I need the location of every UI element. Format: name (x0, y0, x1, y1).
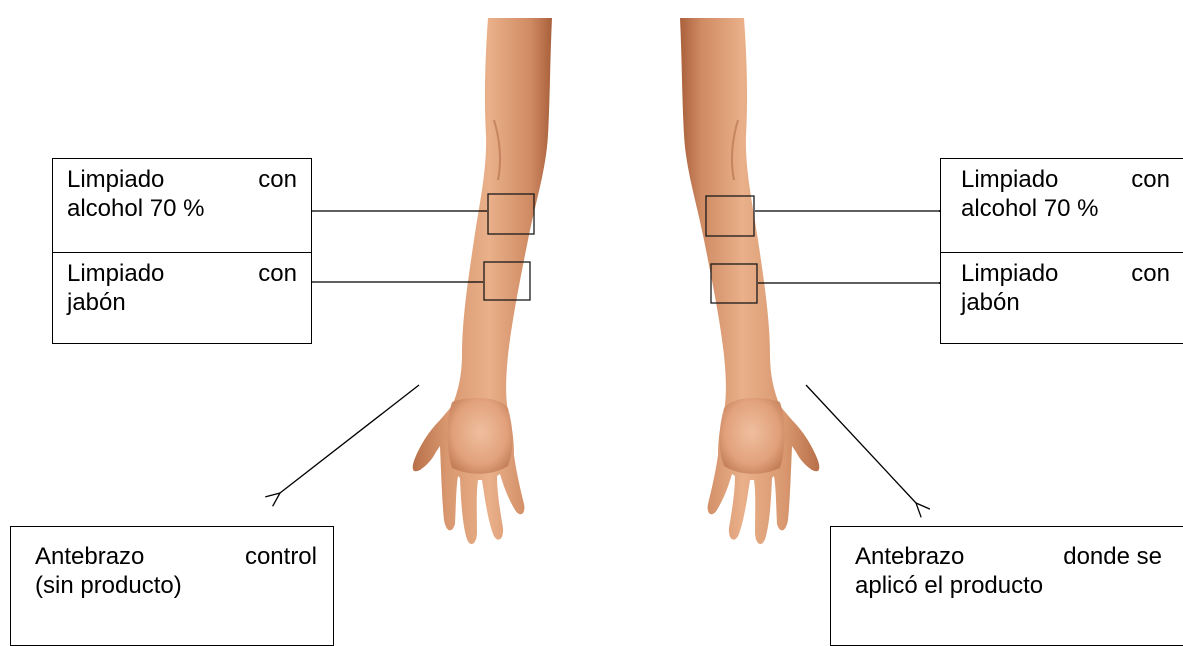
label-product-forearm: Antebrazo donde se aplicó el producto (830, 526, 1183, 646)
label-text: (sin producto) (35, 571, 317, 600)
label-text: control (245, 542, 317, 571)
label-text: con (1131, 165, 1170, 194)
label-text: con (258, 259, 297, 288)
label-right-alcohol: Limpiado con alcohol 70 % (940, 158, 1183, 254)
label-left-alcohol: Limpiado con alcohol 70 % (52, 158, 312, 254)
right-arm (680, 18, 819, 544)
label-text: jabón (961, 288, 1183, 317)
label-text: Limpiado (67, 259, 164, 288)
left-palm (448, 398, 513, 474)
label-text: Antebrazo (855, 542, 964, 571)
arrow-right-forearm (806, 385, 916, 503)
label-text: Limpiado (961, 165, 1058, 194)
label-text: alcohol 70 % (67, 194, 297, 223)
right-palm (720, 398, 785, 474)
label-text: alcohol 70 % (961, 194, 1183, 223)
label-left-soap: Limpiado con jabón (52, 252, 312, 344)
label-text: Antebrazo (35, 542, 144, 571)
label-text: Limpiado (67, 165, 164, 194)
label-right-soap: Limpiado con jabón (940, 252, 1183, 344)
label-text: Limpiado (961, 259, 1058, 288)
label-text: aplicó el producto (855, 571, 1173, 600)
label-text: donde se (1063, 542, 1162, 571)
label-control-forearm: Antebrazo control (sin producto) (10, 526, 334, 646)
label-text: con (1131, 259, 1170, 288)
arrow-left-forearm (280, 385, 419, 493)
label-text: con (258, 165, 297, 194)
left-arm (413, 18, 552, 544)
label-text: jabón (67, 288, 297, 317)
